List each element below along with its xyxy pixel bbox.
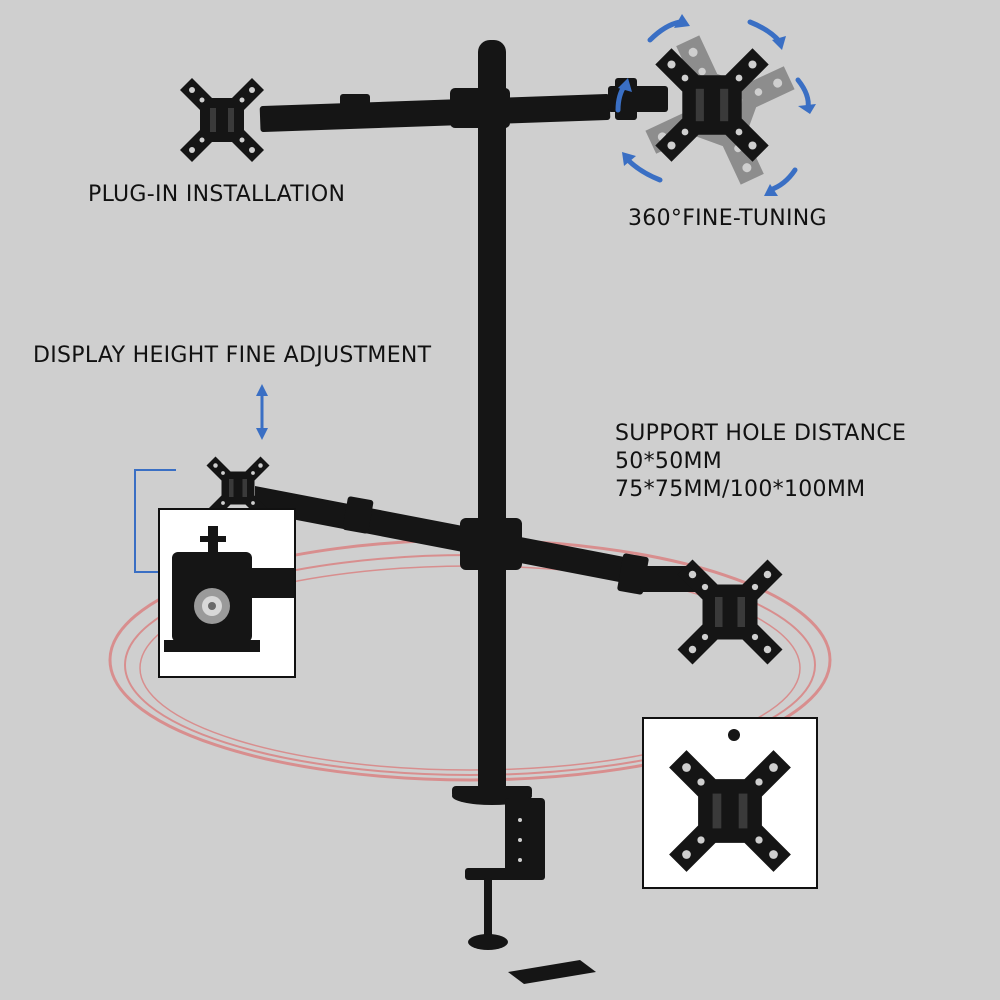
support-hole-distance-block: SUPPORT HOLE DISTANCE 50*50MM 75*75MM/10… [615,420,906,504]
fine-tuning-label: 360°FINE-TUNING [628,206,827,231]
vesa-plate-top-left [180,78,264,162]
callout-bracket [134,469,176,573]
support-hole-size-2: 75*75MM/100*100MM [615,477,866,502]
height-adjust-arrow-icon [256,384,268,440]
lower-arm [255,486,700,595]
upper-arm [259,78,668,132]
plug-in-installation-label: PLUG-IN INSTALLATION [88,182,346,207]
height-adjustment-label: DISPLAY HEIGHT FINE ADJUSTMENT [33,343,432,368]
mount-pole [478,40,506,800]
vesa-plate-closeup-inset [642,717,818,889]
support-hole-size-1: 50*50MM [615,449,723,474]
desk-clamp [452,786,596,984]
knob-closeup-inset [158,508,296,678]
vesa-plate-closeup-image [669,729,791,872]
support-hole-title: SUPPORT HOLE DISTANCE [615,421,907,446]
vesa-plate-lower-right [677,559,783,665]
knob-closeup-image [164,526,294,652]
